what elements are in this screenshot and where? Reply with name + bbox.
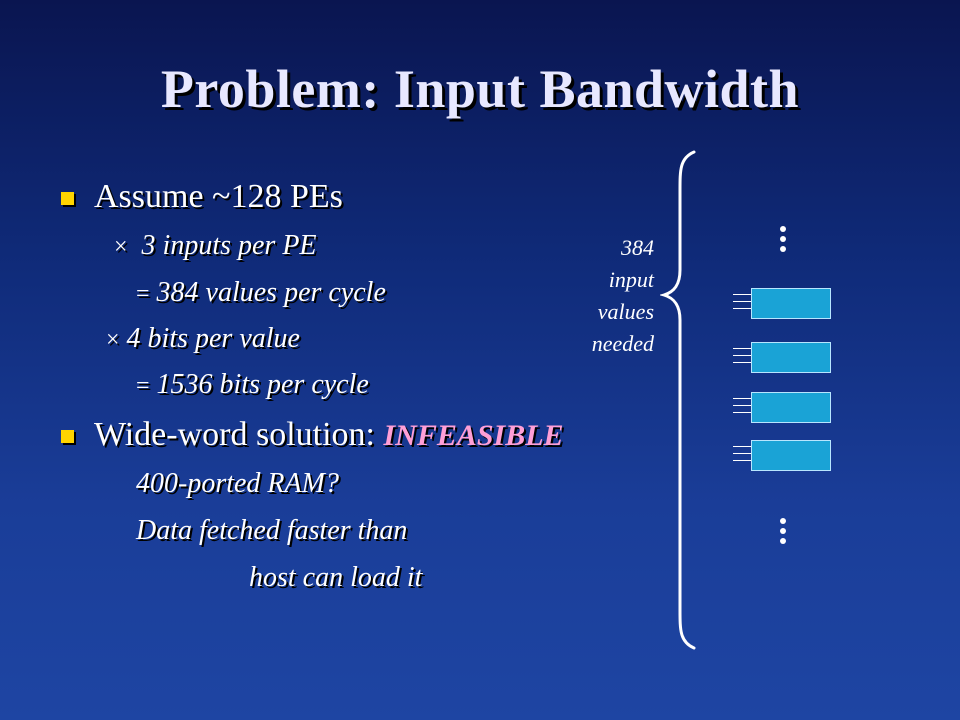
infeasible-emphasis: INFEASIBLE — [383, 419, 564, 452]
side-label-line: input — [608, 267, 654, 292]
side-label-line: needed — [591, 331, 654, 356]
sub-line-values: = 384 values per cycle — [136, 277, 386, 309]
sub-line-bits: × 4 bits per value — [106, 323, 300, 355]
sub-text: 4 bits per value — [126, 323, 300, 354]
multiply-operator: × — [106, 327, 120, 353]
pe-block — [751, 342, 831, 373]
sub-text: 3 inputs per PE — [141, 230, 317, 261]
input-wires — [733, 446, 751, 467]
input-wires — [733, 348, 751, 369]
equals-operator: = — [136, 373, 150, 399]
square-bullet-icon — [61, 192, 74, 205]
side-label-line: 384 — [621, 235, 654, 260]
pe-block — [751, 392, 831, 423]
bullet-text: Wide-word solution: — [94, 416, 375, 453]
curly-brace-icon — [660, 150, 696, 650]
side-label: 384 input values needed — [592, 232, 654, 360]
pe-block — [751, 288, 831, 319]
bullet-wide-word: Wide-word solution: INFEASIBLE — [94, 416, 564, 454]
sub-text: 384 values per cycle — [156, 277, 386, 308]
side-label-line: values — [597, 299, 654, 324]
multiply-operator: × — [114, 234, 128, 260]
sub-line-fetched: Data fetched faster than — [136, 515, 408, 546]
slide-title: Problem: Input Bandwidth — [160, 59, 800, 119]
equals-operator: = — [136, 281, 150, 307]
input-wires — [733, 398, 751, 419]
vertical-ellipsis-icon — [780, 226, 786, 256]
sub-line-inputs: × 3 inputs per PE — [114, 230, 317, 262]
sub-text: 1536 bits per cycle — [156, 369, 369, 400]
square-bullet-icon — [61, 430, 74, 443]
sub-line-bits-per-cycle: = 1536 bits per cycle — [136, 369, 369, 401]
vertical-ellipsis-icon — [780, 518, 786, 548]
sub-line-host: host can load it — [249, 562, 423, 593]
sub-line-ram: 400-ported RAM? — [136, 468, 339, 499]
bullet-assume: Assume ~128 PEs — [94, 178, 343, 215]
pe-block — [751, 440, 831, 471]
input-wires — [733, 294, 751, 315]
